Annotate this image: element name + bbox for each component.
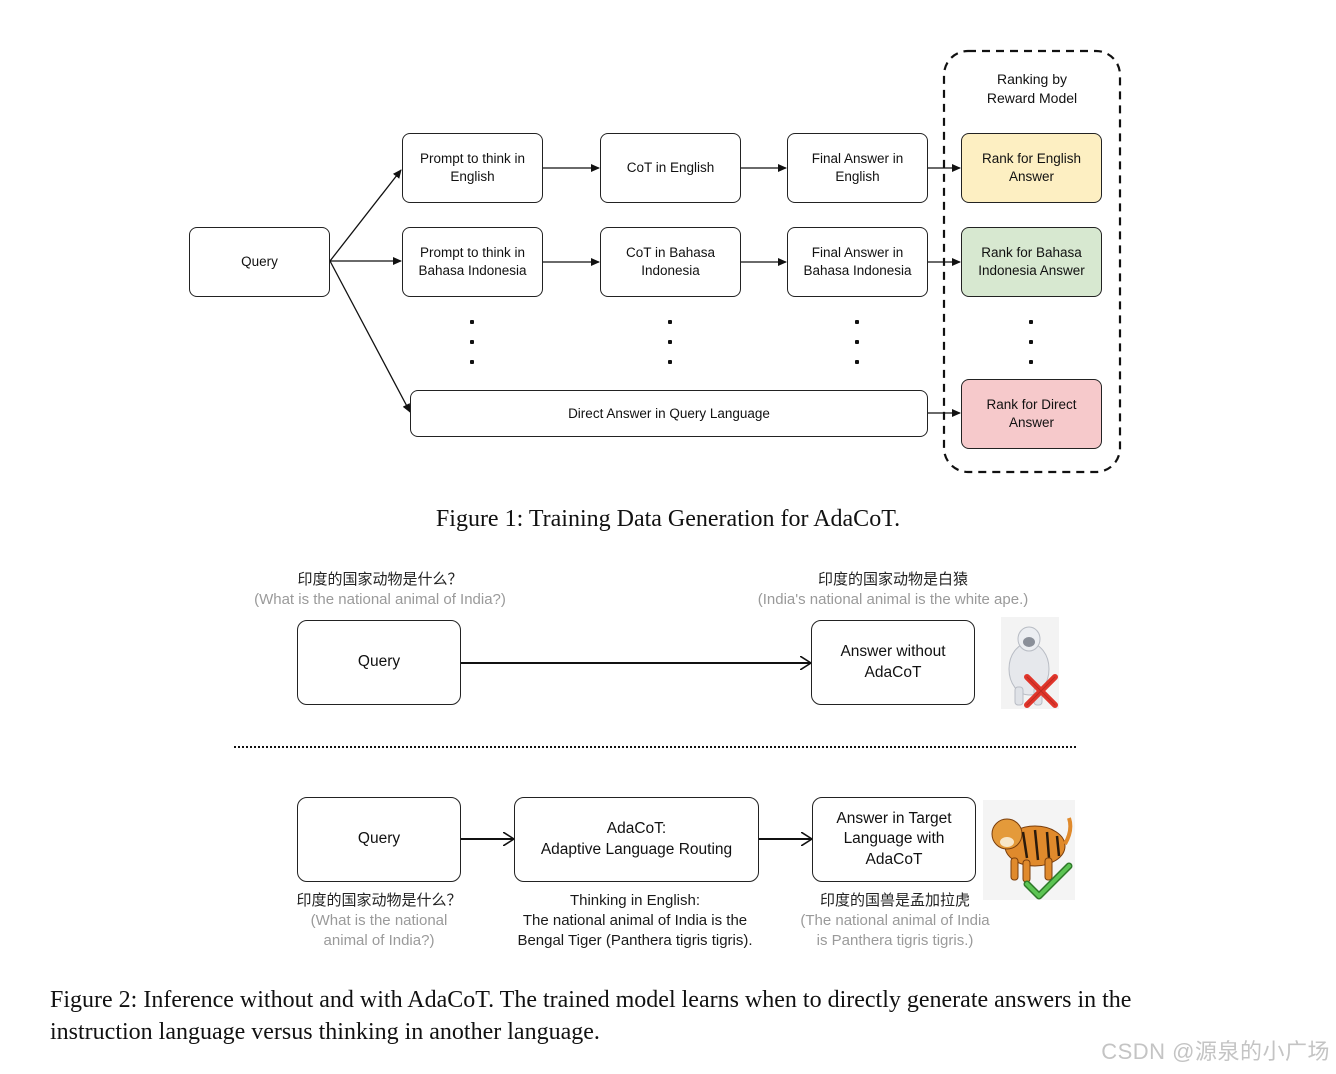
white-ape-with-red-x-icon <box>1001 617 1059 709</box>
cot-bahasa-box: CoT in Bahasa Indonesia <box>600 227 741 297</box>
answer-without-adacot-box: Answer without AdaCoT <box>811 620 975 705</box>
ellipsis-dots <box>852 320 862 364</box>
top-query-zh: 印度的国家动物是什么？ <box>297 571 463 588</box>
direct-answer-box: Direct Answer in Query Language <box>410 390 928 437</box>
tiger-with-green-check-icon <box>983 800 1075 900</box>
ellipsis-dots <box>665 320 675 364</box>
prompt-bahasa-box: Prompt to think in Bahasa Indonesia <box>402 227 543 297</box>
cot-english-box: CoT in English <box>600 133 741 203</box>
query-box: Query <box>189 227 330 297</box>
bottom-query-en: (What is the national animal of India?) <box>310 912 448 949</box>
top-query-en: (What is the national animal of India?) <box>254 591 506 608</box>
figure2-connectors <box>234 560 1077 980</box>
bottom-answer-en: (The national animal of India is Panther… <box>800 912 990 949</box>
bottom-query-box: Query <box>297 797 461 882</box>
final-english-box: Final Answer in English <box>787 133 928 203</box>
ranking-label: Ranking by Reward Model <box>986 71 1078 106</box>
bottom-query-zh: 印度的国家动物是什么？ <box>296 892 462 909</box>
top-answer-zh: 印度的国家动物是白猿 <box>817 571 968 588</box>
figure1-connectors <box>329 49 1122 474</box>
ellipsis-dots <box>1026 320 1036 364</box>
watermark: CSDN @源泉的小广场 <box>1101 1039 1330 1064</box>
prompt-english-box: Prompt to think in English <box>402 133 543 203</box>
top-answer-en: (India's national animal is the white ap… <box>757 591 1029 608</box>
rank-direct-box: Rank for Direct Answer <box>961 379 1102 449</box>
final-bahasa-box: Final Answer in Bahasa Indonesia <box>787 227 928 297</box>
rank-english-box: Rank for English Answer <box>961 133 1102 203</box>
answer-with-adacot-box: Answer in Target Language with AdaCoT <box>812 797 976 882</box>
figure1-caption: Figure 1: Training Data Generation for A… <box>435 506 901 532</box>
top-query-box: Query <box>297 620 461 705</box>
adaptive-routing-box: AdaCoT: Adaptive Language Routing <box>514 797 759 882</box>
rank-bahasa-box: Rank for Bahasa Indonesia Answer <box>961 227 1102 297</box>
bottom-answer-zh: 印度的国兽是孟加拉虎 <box>819 892 970 909</box>
figure2-caption: Figure 2: Inference without and with Ada… <box>50 987 1132 1045</box>
thinking-english-text: Thinking in English: The national animal… <box>517 892 753 949</box>
ellipsis-dots <box>467 320 477 364</box>
